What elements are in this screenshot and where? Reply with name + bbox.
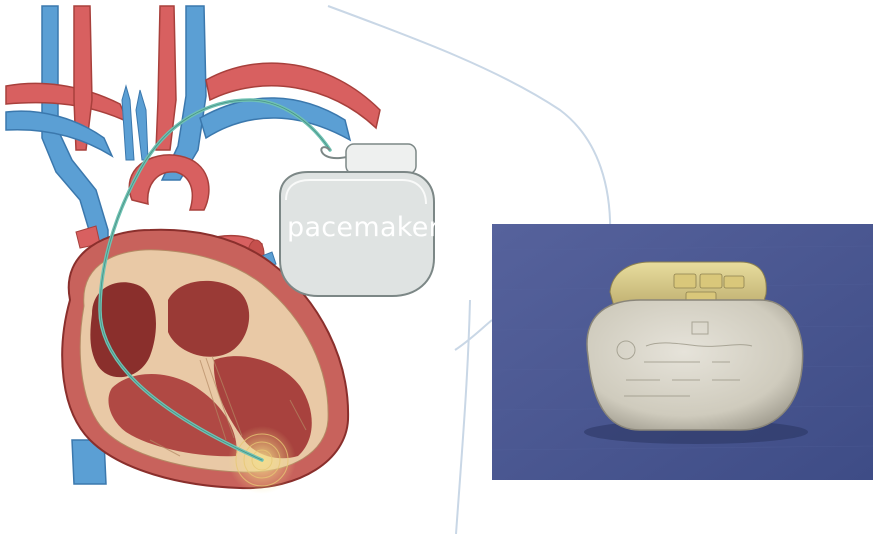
pacemaker-device-icon: pacemaker (280, 144, 441, 296)
pacemaker-photo (492, 224, 873, 480)
pacemaker-label: pacemaker (287, 212, 441, 243)
